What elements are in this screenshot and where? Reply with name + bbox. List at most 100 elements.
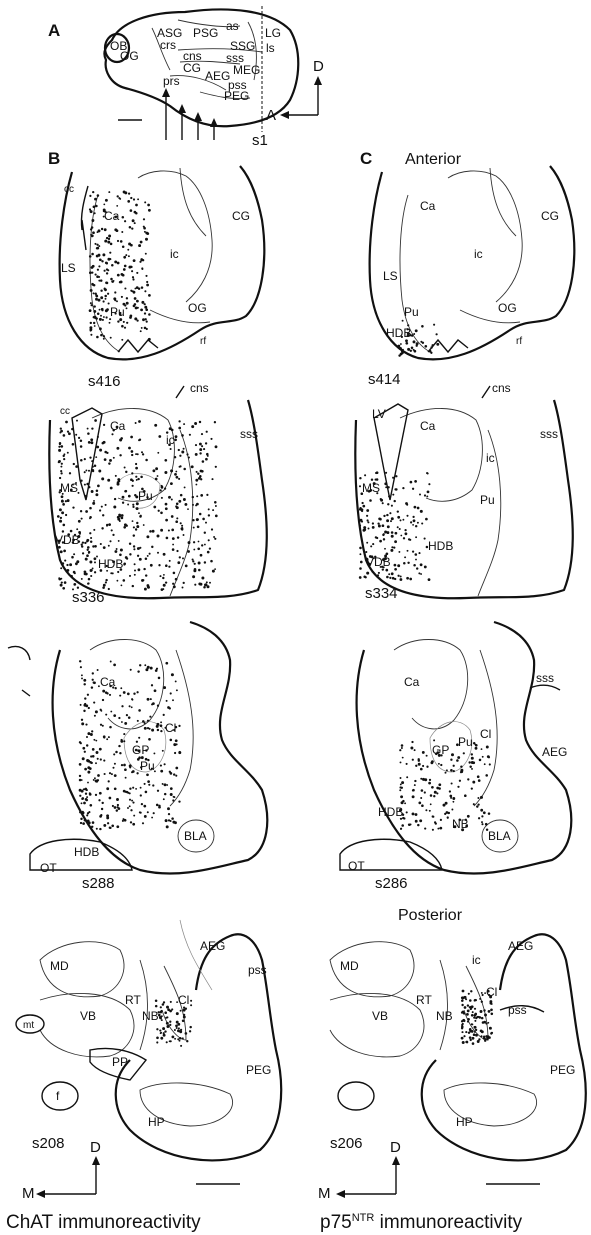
labeled-cell-dot xyxy=(192,519,194,521)
labeled-cell-dot xyxy=(135,788,137,790)
labeled-cell-dot xyxy=(169,560,171,562)
labeled-cell-dot xyxy=(486,746,489,749)
labeled-cell-dot xyxy=(162,577,164,579)
labeled-cell-dot xyxy=(109,322,111,324)
labeled-cell-dot xyxy=(471,753,473,755)
labeled-cell-dot xyxy=(143,218,145,220)
label-c3-nb: NB xyxy=(452,817,469,831)
labeled-cell-dot xyxy=(146,535,149,538)
labeled-cell-dot xyxy=(87,428,89,430)
labeled-cell-dot xyxy=(430,761,433,764)
labeled-cell-dot xyxy=(433,795,435,797)
labeled-cell-dot xyxy=(461,1004,463,1006)
labeled-cell-dot xyxy=(394,540,397,543)
labeled-cell-dot xyxy=(86,759,89,762)
labeled-cell-dot xyxy=(387,486,389,488)
labeled-cell-dot xyxy=(168,819,170,821)
labeled-cell-dot xyxy=(128,192,130,194)
labeled-cell-dot xyxy=(100,334,103,337)
labeled-cell-dot xyxy=(359,485,361,487)
labeled-cell-dot xyxy=(89,793,92,796)
labeled-cell-dot xyxy=(157,452,159,454)
labeled-cell-dot xyxy=(63,453,65,455)
labeled-cell-dot xyxy=(126,557,128,559)
labeled-cell-dot xyxy=(211,478,213,480)
axis-d-right: D xyxy=(390,1139,401,1156)
labeled-cell-dot xyxy=(199,452,201,454)
labeled-cell-dot xyxy=(165,662,168,665)
labeled-cell-dot xyxy=(139,811,141,813)
labeled-cell-dot xyxy=(398,354,400,356)
labeled-cell-dot xyxy=(439,827,442,830)
label-b4-cl: Cl xyxy=(178,993,189,1007)
labeled-cell-dot xyxy=(193,527,195,529)
labeled-cell-dot xyxy=(129,705,131,707)
labeled-cell-dot xyxy=(93,500,95,502)
labeled-cell-dot xyxy=(132,485,134,487)
labeled-cell-dot xyxy=(80,445,83,448)
labeled-cell-dot xyxy=(109,726,112,729)
labeled-cell-dot xyxy=(474,1026,476,1028)
labeled-cell-dot xyxy=(108,545,110,547)
labeled-cell-dot xyxy=(81,798,83,800)
labeled-cell-dot xyxy=(175,775,177,777)
labeled-cell-dot xyxy=(491,1003,493,1005)
labeled-cell-dot xyxy=(418,759,420,761)
labeled-cell-dot xyxy=(400,783,402,785)
labeled-cell-dot xyxy=(142,453,144,455)
labeled-cell-dot xyxy=(406,776,408,778)
labeled-cell-dot xyxy=(89,456,91,458)
labeled-cell-dot xyxy=(201,544,203,546)
labeled-cell-dot xyxy=(108,462,110,464)
labeled-cell-dot xyxy=(401,801,404,804)
labeled-cell-dot xyxy=(193,549,195,551)
labeled-cell-dot xyxy=(121,764,123,766)
labeled-cell-dot xyxy=(183,498,186,501)
labeled-cell-dot xyxy=(173,796,175,798)
label-c1-cg: CG xyxy=(541,209,559,223)
labeled-cell-dot xyxy=(471,757,474,760)
labeled-cell-dot xyxy=(67,452,69,454)
labeled-cell-dot xyxy=(470,1006,473,1009)
labeled-cell-dot xyxy=(116,300,118,302)
labeled-cell-dot xyxy=(126,322,128,324)
labeled-cell-dot xyxy=(109,694,111,696)
labeled-cell-dot xyxy=(137,670,139,672)
labeled-cell-dot xyxy=(139,515,142,518)
labeled-cell-dot xyxy=(469,1028,471,1030)
labeled-cell-dot xyxy=(106,282,109,285)
labeled-cell-dot xyxy=(117,240,119,242)
labeled-cell-dot xyxy=(151,817,153,819)
labeled-cell-dot xyxy=(127,249,129,251)
labeled-cell-dot xyxy=(72,506,74,508)
labeled-cell-dot xyxy=(95,294,97,296)
labeled-cell-dot xyxy=(166,1025,169,1028)
labeled-cell-dot xyxy=(135,204,138,207)
labeled-cell-dot xyxy=(198,569,201,572)
labeled-cell-dot xyxy=(176,1027,178,1029)
labeled-cell-dot xyxy=(395,532,398,535)
labeled-cell-dot xyxy=(461,1011,463,1013)
labeled-cell-dot xyxy=(79,811,81,813)
label-c2-ic: ic xyxy=(486,451,495,465)
labeled-cell-dot xyxy=(387,503,389,505)
labeled-cell-dot xyxy=(100,543,102,545)
labeled-cell-dot xyxy=(92,679,94,681)
labeled-cell-dot xyxy=(481,748,483,750)
labeled-cell-dot xyxy=(112,534,114,536)
labeled-cell-dot xyxy=(176,689,178,691)
labeled-cell-dot xyxy=(137,198,139,200)
labeled-cell-dot xyxy=(60,584,63,587)
labeled-cell-dot xyxy=(168,529,170,531)
labeled-cell-dot xyxy=(87,732,90,735)
labeled-cell-dot xyxy=(117,195,119,197)
labeled-cell-dot xyxy=(140,787,142,789)
labeled-cell-dot xyxy=(94,243,96,245)
labeled-cell-dot xyxy=(384,531,387,534)
labeled-cell-dot xyxy=(109,258,111,260)
label-c2-hdb: HDB xyxy=(428,539,453,553)
labeled-cell-dot xyxy=(188,541,191,544)
labeled-cell-dot xyxy=(382,502,384,504)
labeled-cell-dot xyxy=(171,529,174,532)
labeled-cell-dot xyxy=(92,466,94,468)
